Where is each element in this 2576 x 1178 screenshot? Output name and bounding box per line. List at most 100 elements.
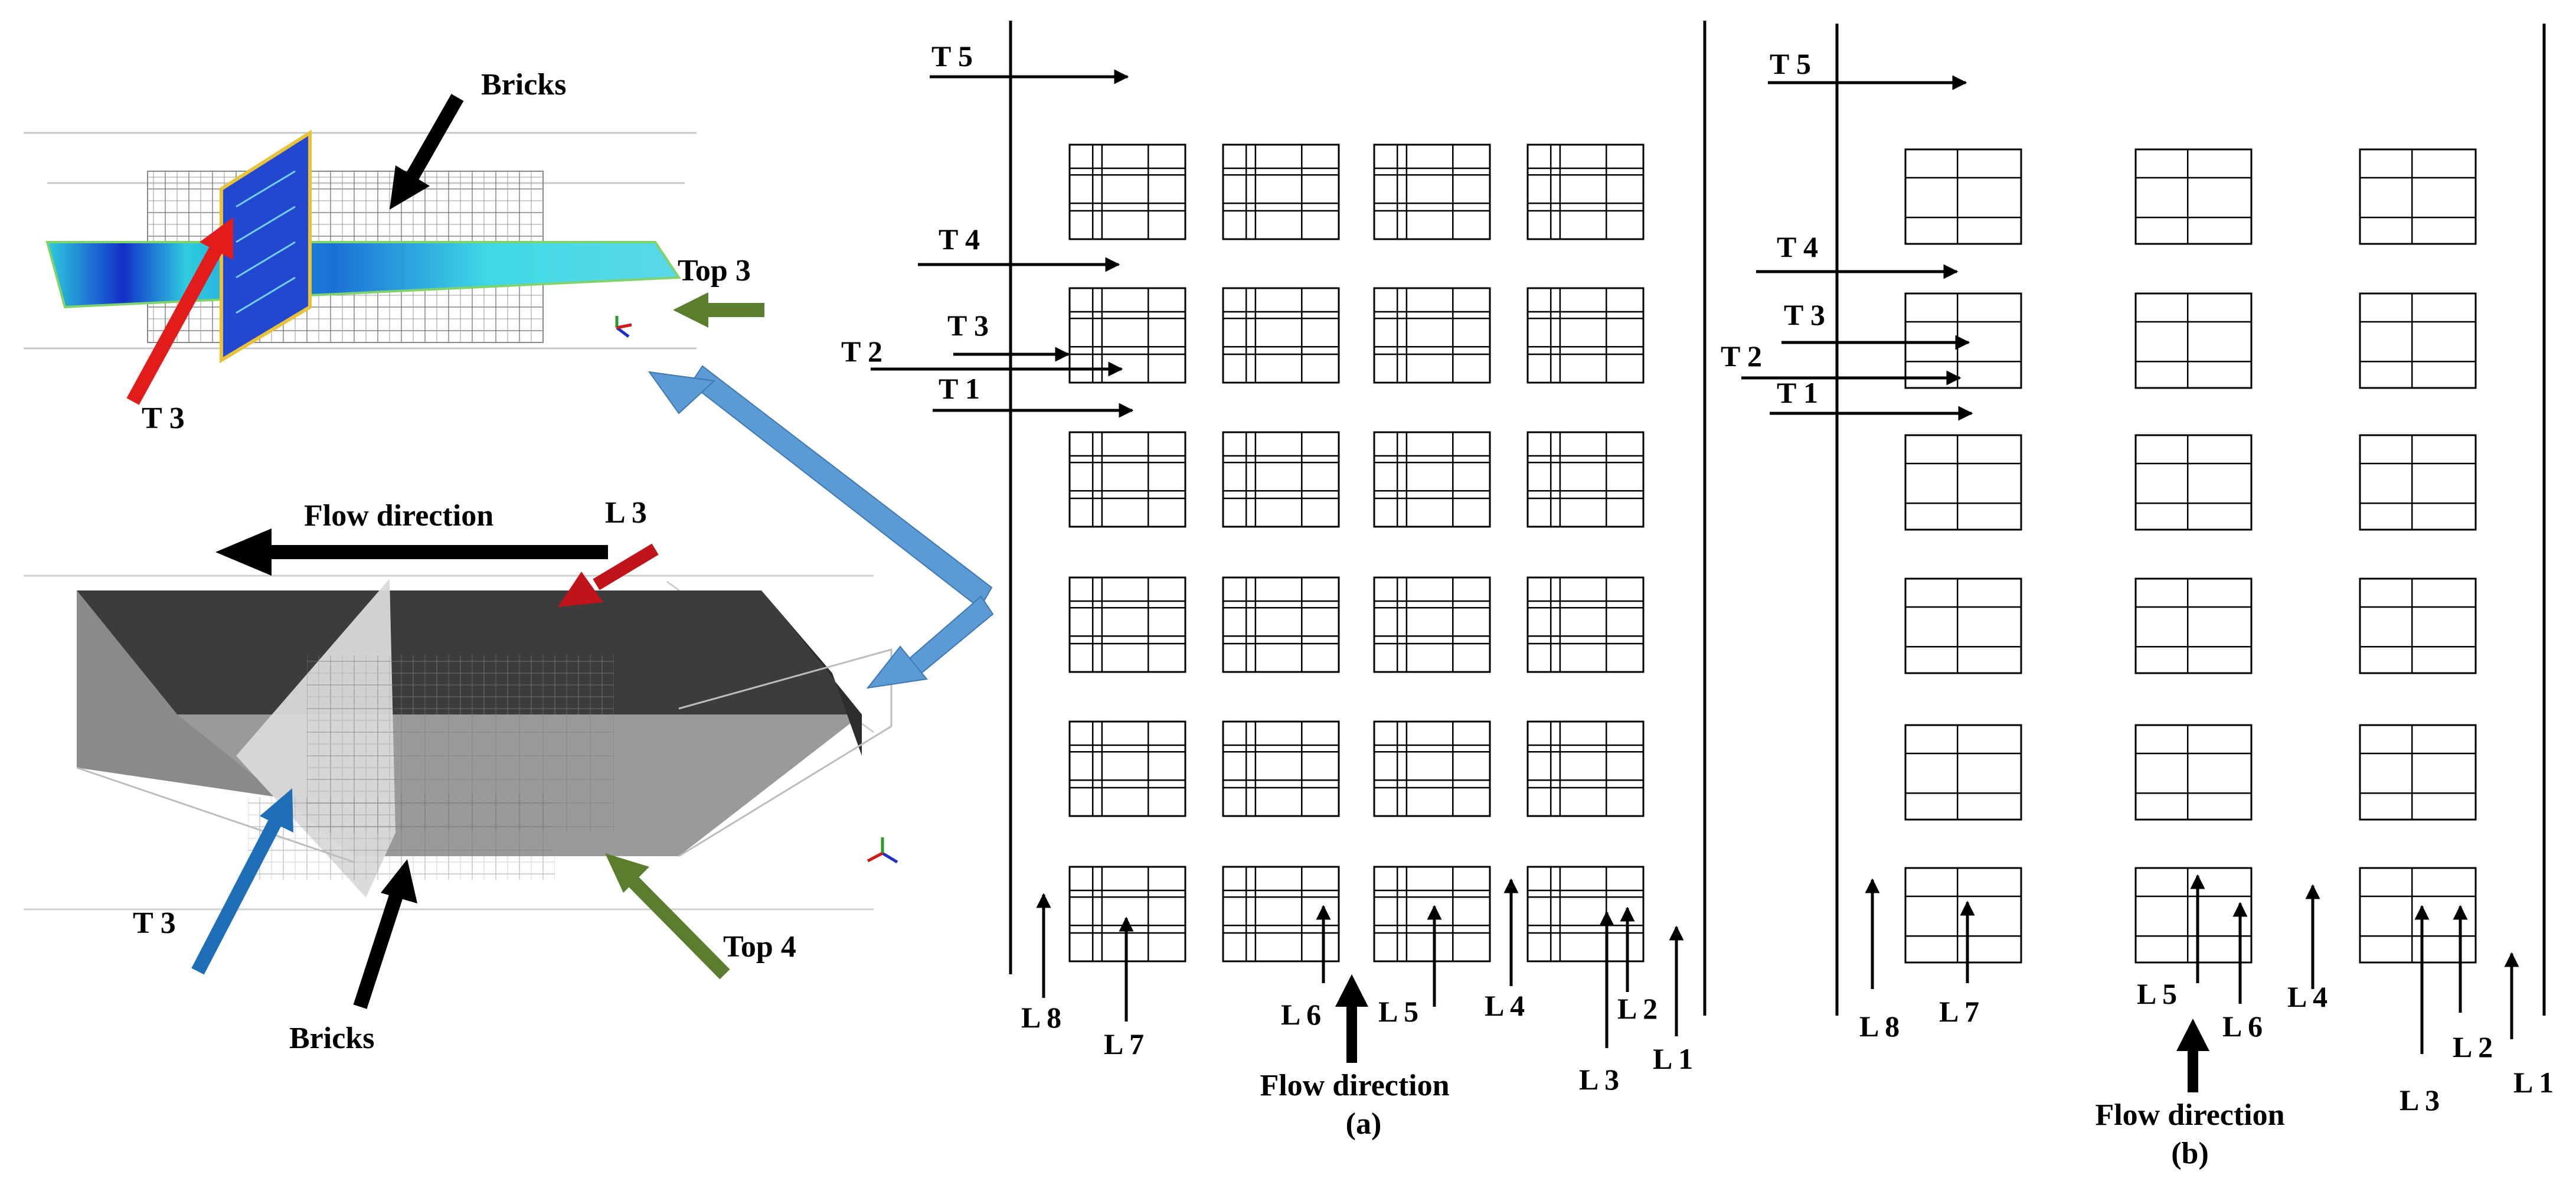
transverse-label-a-3: T 3: [947, 309, 989, 342]
l3-red-arrow: [558, 543, 659, 607]
longitudinal-label-a-1: L 8: [1021, 1001, 1061, 1034]
brick-a-r4-c2: [1222, 576, 1340, 673]
bottom-bricks-arrow: [353, 859, 417, 1009]
panel-a-flow-arrow: [1335, 974, 1368, 1063]
top-t3-red-arrow: [126, 217, 233, 405]
longitudinal-label-b-4: L 6: [2222, 1010, 2263, 1043]
panel-b-caption: (b): [2171, 1137, 2209, 1170]
brick-b-r2-c2: [2134, 292, 2253, 389]
transverse-label-b-3: T 3: [1784, 298, 1825, 331]
brick-a-r2-c2: [1222, 287, 1340, 384]
brick-a-r1-c2: [1222, 143, 1340, 240]
longitudinal-label-a-5: L 4: [1485, 989, 1525, 1022]
horizontal-plane-dark: [77, 590, 862, 714]
bottom-t3-label: T 3: [133, 906, 176, 940]
brick-a-r5-c1: [1068, 720, 1186, 817]
transverse-label-b-2: T 4: [1777, 230, 1818, 263]
top4-label: Top 4: [723, 930, 796, 964]
brick-a-r4-c1: [1068, 576, 1186, 673]
brick-b-r3-c3: [2359, 434, 2477, 531]
brick-b-r1-c1: [1904, 148, 2022, 245]
brick-a-r3-c4: [1526, 431, 1645, 528]
brick-b-r4-c2: [2134, 577, 2253, 674]
brick-b-r6-c3: [2359, 867, 2477, 964]
brick-a-r4-c4: [1526, 576, 1645, 673]
panel-a-caption: (a): [1346, 1107, 1382, 1141]
top-t3-label: T 3: [142, 402, 185, 435]
brick-b-r5-c1: [1904, 724, 2022, 821]
longitudinal-label-a-8: L 1: [1653, 1042, 1693, 1075]
brick-a-r5-c4: [1526, 720, 1645, 817]
transverse-label-a-1: T 5: [931, 40, 973, 73]
brick-b-r4-c3: [2359, 577, 2477, 674]
panel-a-brick-grid: [1068, 143, 1645, 962]
bottom-flow-label: Flow direction: [304, 499, 493, 533]
panel-b-transverse-lines: T 5 T 4 T 3 T 2 T 1: [1721, 47, 1973, 421]
longitudinal-label-b-5: L 4: [2287, 980, 2327, 1013]
brick-b-r1-c3: [2359, 148, 2477, 245]
brick-a-r6-c2: [1222, 866, 1340, 962]
brick-a-r1-c3: [1373, 143, 1491, 240]
top-bricks-arrow: [390, 94, 464, 210]
brick-a-r2-c4: [1526, 287, 1645, 384]
top-bricks-label: Bricks: [481, 68, 566, 102]
transverse-label-b-1: T 5: [1770, 47, 1811, 80]
longitudinal-label-b-1: L 8: [1859, 1010, 1900, 1043]
transverse-label-b-4: T 2: [1721, 340, 1762, 373]
brick-a-r2-c3: [1373, 287, 1491, 384]
brick-b-r3-c1: [1904, 434, 2022, 531]
brick-a-r3-c1: [1068, 431, 1186, 528]
top3-green-arrow: [673, 292, 764, 328]
panel-b-flow-label: Flow direction: [2095, 1098, 2284, 1132]
brick-b-r4-c1: [1904, 577, 2022, 674]
longitudinal-label-a-7: L 2: [1617, 992, 1658, 1025]
bottom-t3-blue-arrow: [191, 788, 293, 975]
brick-b-r6-c1: [1904, 867, 2022, 964]
longitudinal-label-a-2: L 7: [1104, 1027, 1144, 1060]
transverse-label-b-5: T 1: [1777, 376, 1818, 409]
brick-a-r1-c4: [1526, 143, 1645, 240]
brick-b-r1-c2: [2134, 148, 2253, 245]
brick-a-r3-c2: [1222, 431, 1340, 528]
axis-triad-icon-2: [867, 837, 898, 864]
panel-b-brick-grid: [1904, 148, 2477, 964]
top3-label: Top 3: [678, 254, 751, 288]
brick-b-r5-c3: [2359, 724, 2477, 821]
brick-a-r5-c2: [1222, 720, 1340, 817]
panel-a-transverse-lines: T 5 T 4 T 3 T 2 T 1: [841, 40, 1134, 418]
bottom-3d-view: Flow direction L 3 T 3 Bricks Top 4: [24, 496, 898, 1055]
brick-b-r3-c2: [2134, 434, 2253, 531]
link-arrows: [648, 365, 994, 689]
longitudinal-label-b-2: L 7: [1939, 995, 1979, 1028]
slice-cells: [236, 170, 296, 314]
brick-a-r4-c3: [1373, 576, 1491, 673]
transverse-label-a-2: T 4: [939, 223, 980, 256]
brick-a-r1-c1: [1068, 143, 1186, 240]
bottom-bricks-label: Bricks: [289, 1022, 374, 1055]
brick-b-r5-c2: [2134, 724, 2253, 821]
longitudinal-label-b-3: L 5: [2137, 977, 2177, 1010]
longitudinal-label-b-7: L 2: [2453, 1030, 2493, 1063]
flow-direction-arrow-3d: [215, 528, 608, 576]
brick-a-r2-c1: [1068, 287, 1186, 384]
transverse-label-a-5: T 1: [939, 372, 980, 405]
brick-b-r2-c1: [1904, 292, 2022, 389]
longitudinal-label-a-6: L 3: [1579, 1063, 1619, 1096]
bottom-l3-label: L 3: [605, 496, 647, 530]
brick-b-r2-c3: [2359, 292, 2477, 389]
panel-a-flow-label: Flow direction: [1260, 1069, 1449, 1102]
top-3d-view: Bricks T 3 Top 3: [24, 68, 764, 435]
transverse-slice-t3: [220, 129, 312, 364]
axis-triad-icon: [615, 316, 632, 338]
longitudinal-label-a-3: L 6: [1281, 998, 1321, 1031]
panel-b-flow-arrow: [2176, 1019, 2209, 1092]
transverse-label-a-4: T 2: [841, 335, 882, 368]
brick-a-r6-c3: [1373, 866, 1491, 962]
top4-green-arrow: [605, 853, 730, 980]
longitudinal-label-b-8: L 1: [2513, 1066, 2554, 1099]
brick-b-r6-c2: [2134, 867, 2253, 964]
